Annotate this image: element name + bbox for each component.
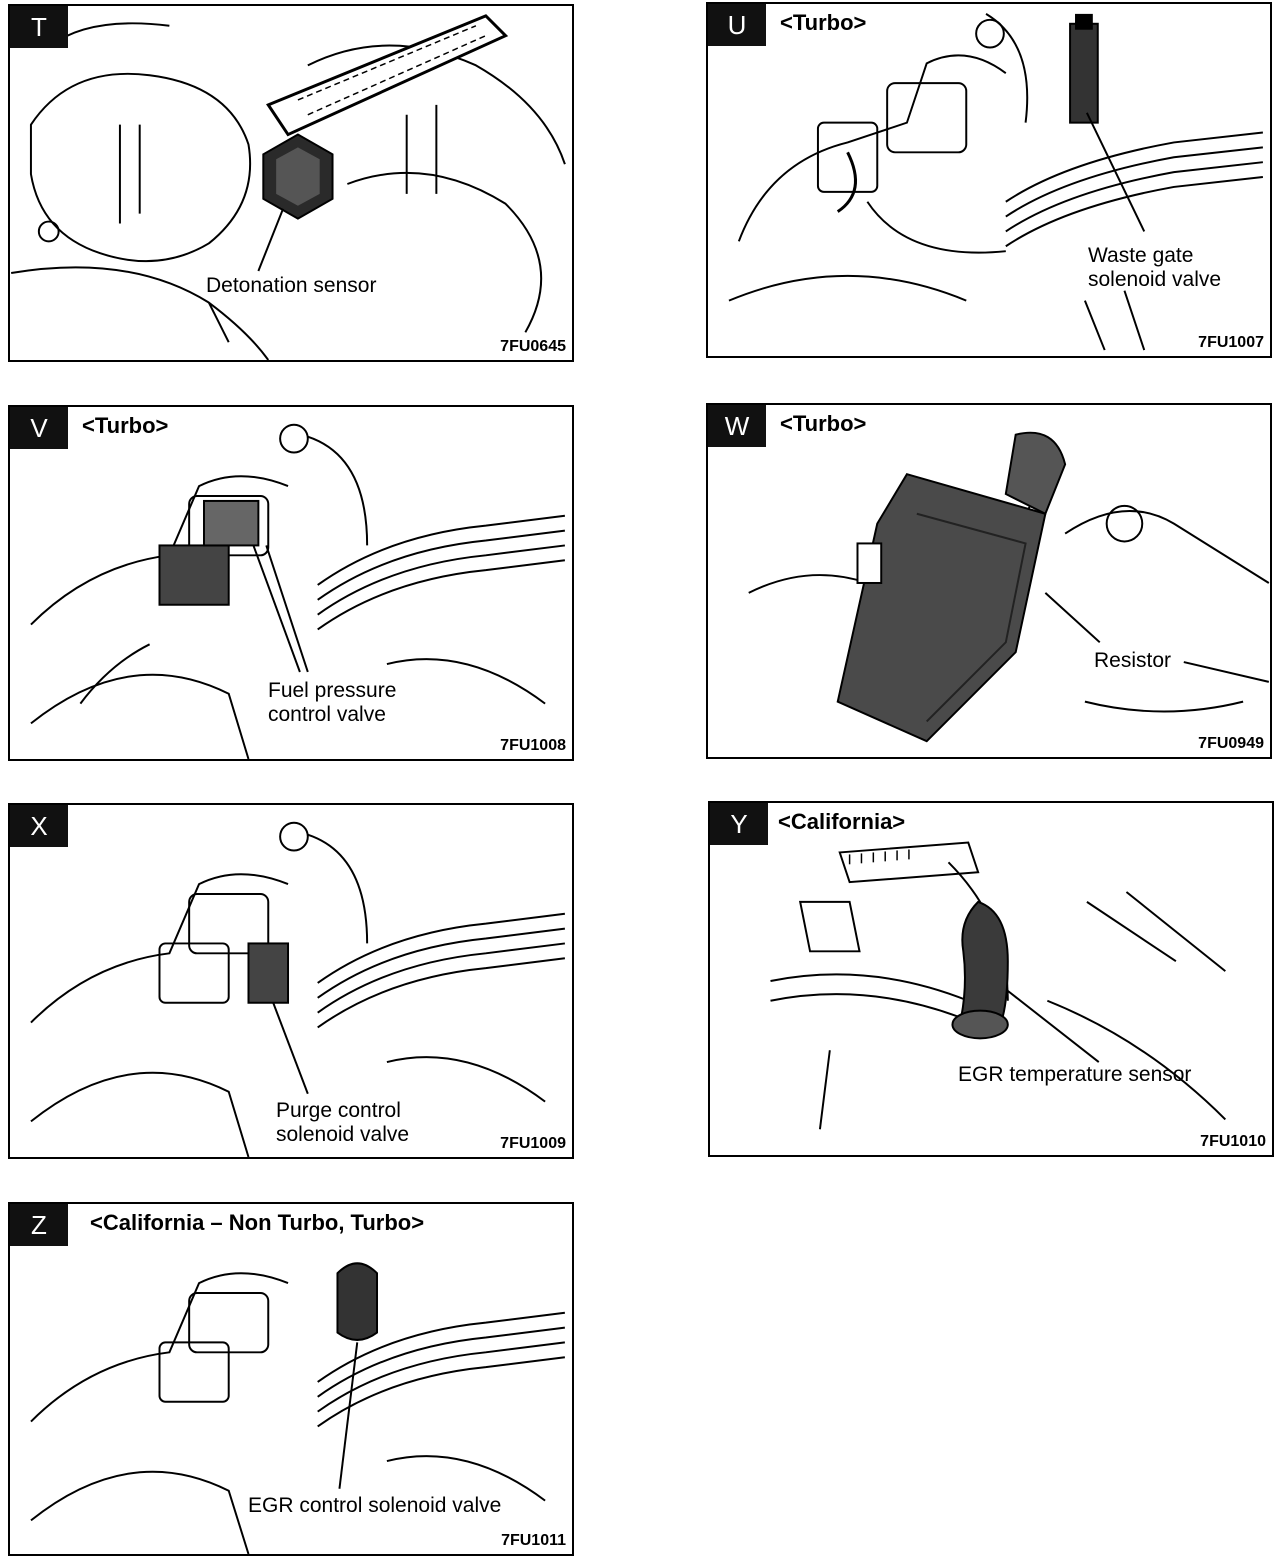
- purge-control-valve-illustration: [30, 821, 566, 1157]
- figure-code: 7FU1007: [1198, 334, 1264, 351]
- variant-label: <California>: [778, 809, 906, 834]
- component-label: Fuel pressure control valve: [268, 679, 396, 727]
- panel-w: W <Turbo> Resistor 7FU0949: [706, 403, 1272, 759]
- label-line: EGR control solenoid valve: [248, 1494, 502, 1517]
- variant-label: <California – Non Turbo, Turbo>: [90, 1210, 425, 1235]
- label-line: Purge control: [276, 1099, 401, 1122]
- label-line: Waste gate: [1088, 244, 1194, 267]
- label-line: control valve: [268, 703, 386, 726]
- figure-code: 7FU0645: [500, 338, 566, 355]
- component-label: Resistor: [1094, 649, 1171, 673]
- panel-v: V <Turbo> Fuel pressure control valve 7F…: [8, 405, 574, 761]
- figure-code: 7FU0949: [1198, 735, 1264, 752]
- label-line: Resistor: [1094, 649, 1172, 672]
- label-line: Detonation sensor: [206, 274, 377, 297]
- fuel-pressure-valve-illustration: [30, 423, 566, 759]
- variant-label: <Turbo>: [82, 413, 169, 438]
- figure-code: 7FU1010: [1200, 1133, 1266, 1150]
- resistor-illustration: [748, 431, 1270, 743]
- component-label: EGR temperature sensor: [958, 1063, 1191, 1087]
- variant-label: <Turbo>: [780, 411, 867, 436]
- panel-x: X Purge control solenoid valve 7FU1009: [8, 803, 574, 1159]
- panel-letter: X: [10, 805, 68, 847]
- waste-gate-solenoid-illustration: [728, 13, 1263, 351]
- panel-letter: Z: [10, 1204, 68, 1246]
- egr-control-solenoid-illustration: [30, 1262, 565, 1554]
- component-label: Detonation sensor: [206, 274, 376, 298]
- variant-label: <Turbo>: [780, 10, 867, 35]
- component-label: Waste gate solenoid valve: [1088, 244, 1221, 292]
- panel-z: Z <California – Non Turbo, Turbo> EGR co…: [8, 1202, 574, 1556]
- egr-temperature-sensor-illustration: [770, 841, 1227, 1130]
- panel-letter: W: [708, 405, 766, 447]
- label-line: EGR temperature sensor: [958, 1063, 1192, 1086]
- figure-code: 7FU1008: [500, 737, 566, 754]
- figure-code: 7FU1009: [500, 1135, 566, 1152]
- panel-t: T Detonation sensor 7FU0645: [8, 4, 574, 362]
- figure-code: 7FU1011: [501, 1532, 566, 1549]
- label-line: Fuel pressure: [268, 679, 397, 702]
- label-line: solenoid valve: [276, 1123, 410, 1146]
- panel-letter: V: [10, 407, 68, 449]
- panel-letter: T: [10, 6, 68, 48]
- panel-y: Y <California> EGR temperature sensor 7F…: [708, 801, 1274, 1157]
- panel-u: U <Turbo> Waste gate solenoid valve 7FU1…: [706, 2, 1272, 358]
- panel-letter: Y: [710, 803, 768, 845]
- panel-letter: U: [708, 4, 766, 46]
- component-label: EGR control solenoid valve: [248, 1494, 501, 1518]
- label-line: solenoid valve: [1088, 268, 1222, 291]
- component-label: Purge control solenoid valve: [276, 1099, 409, 1147]
- detonation-sensor-illustration: [10, 14, 566, 360]
